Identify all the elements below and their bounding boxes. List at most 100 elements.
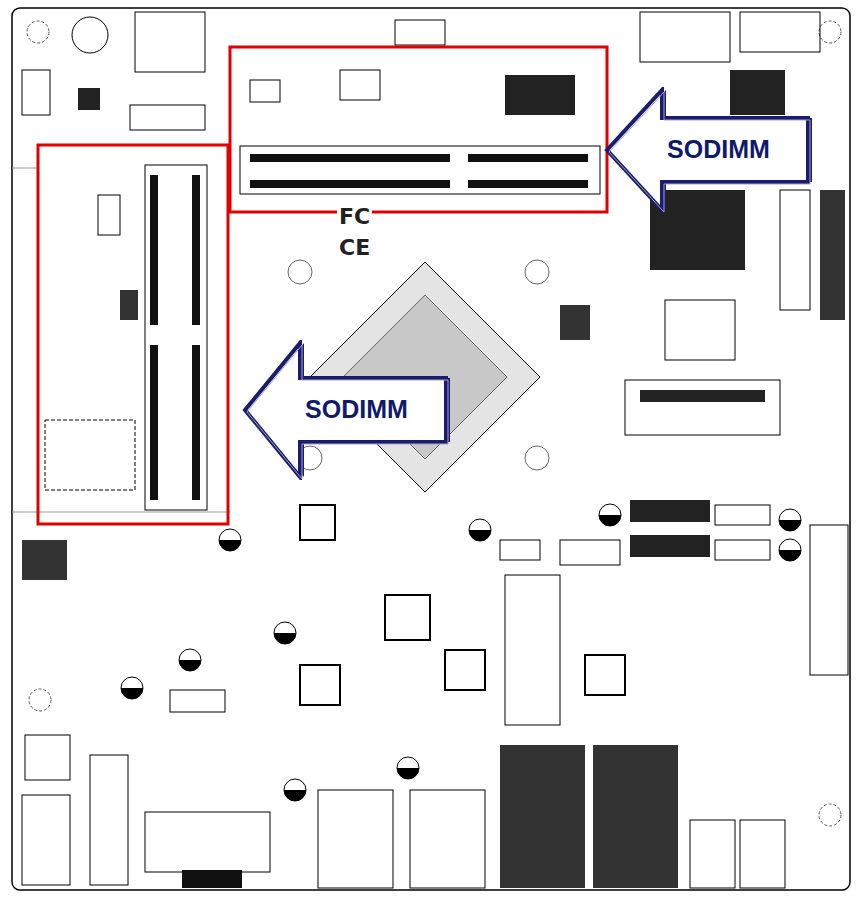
pin-header <box>130 105 205 130</box>
component-group <box>45 420 135 490</box>
pin-header <box>715 505 770 525</box>
capacitors <box>121 504 801 801</box>
pin-header <box>135 12 205 72</box>
mounting-hole <box>819 21 841 43</box>
capacitor <box>274 633 296 644</box>
capacitor <box>274 622 296 644</box>
capacitor <box>779 539 801 561</box>
connector <box>820 190 845 320</box>
pin-header <box>560 540 620 565</box>
chip <box>560 305 590 340</box>
capacitor <box>779 509 801 531</box>
capacitor <box>469 530 491 541</box>
chip <box>250 80 280 102</box>
connector <box>90 755 128 885</box>
chip <box>340 70 380 100</box>
mounting-hole <box>819 804 841 826</box>
arrow-outline <box>607 90 808 210</box>
connector <box>810 525 848 675</box>
capacitor <box>779 520 801 531</box>
slot-contacts <box>150 345 158 500</box>
chip <box>395 20 445 45</box>
display-port <box>410 790 485 888</box>
chip <box>585 655 625 695</box>
connector <box>630 500 710 522</box>
heatsink-hole <box>525 446 549 470</box>
connector <box>625 380 780 435</box>
lan-usb-port <box>500 745 585 888</box>
chip <box>505 75 575 115</box>
chip <box>300 665 340 705</box>
slot-contacts <box>250 180 450 188</box>
arrow-outline <box>245 343 446 477</box>
chip <box>98 195 120 235</box>
pin-header <box>715 540 770 560</box>
mounting-hole <box>27 21 49 43</box>
capacitor <box>284 779 306 801</box>
connector <box>25 735 70 780</box>
heatsink-hole <box>525 260 549 284</box>
heatsink-hole <box>288 260 312 284</box>
slot-contacts <box>150 175 158 325</box>
capacitor <box>179 660 201 671</box>
slot-contacts <box>640 390 765 402</box>
highlight-frame <box>38 145 228 524</box>
capacitor <box>469 519 491 541</box>
capacitor <box>397 768 419 779</box>
serial-port <box>145 812 270 872</box>
slot-contacts <box>468 154 588 162</box>
capacitor <box>284 790 306 801</box>
capacitor <box>121 677 143 699</box>
certification-mark: CE <box>337 236 372 260</box>
pin-header <box>640 12 730 62</box>
lan-usb-port <box>593 745 678 888</box>
sodimm-slot <box>145 165 207 510</box>
pin-header <box>740 12 820 52</box>
pin-header <box>780 190 810 310</box>
capacitor <box>121 688 143 699</box>
pin-header <box>170 690 225 712</box>
component-label: SODIMM <box>305 396 408 424</box>
capacitor <box>779 550 801 561</box>
capacitor <box>219 540 241 551</box>
pin-header <box>500 540 540 560</box>
chip <box>385 595 430 640</box>
certification-mark: FC <box>337 205 372 229</box>
serial-port <box>182 870 242 888</box>
chip <box>22 540 67 580</box>
arrow-inner-edge <box>247 345 448 479</box>
slot-contacts <box>468 180 588 188</box>
chip <box>445 650 485 690</box>
chip <box>300 505 335 540</box>
slot-contacts <box>192 345 200 500</box>
arrow-text-area: SODIMM <box>271 340 442 480</box>
chip <box>730 70 785 115</box>
slot-contacts <box>192 175 200 325</box>
pcb-outline <box>12 8 850 890</box>
connector <box>22 70 50 115</box>
callout-arrow: SODIMM <box>242 340 454 480</box>
capacitor <box>219 529 241 551</box>
board-line <box>12 512 230 513</box>
arrow-text-area: SODIMM <box>633 87 804 213</box>
board-line <box>12 168 38 169</box>
power-jack <box>22 795 70 885</box>
hdmi-port <box>318 790 393 888</box>
highlight-frame <box>230 47 607 212</box>
sodimm-slot <box>240 146 600 194</box>
chip <box>120 290 138 320</box>
connector <box>630 535 710 557</box>
capacitor <box>599 504 621 526</box>
capacitor <box>397 757 419 779</box>
battery <box>72 17 108 53</box>
arrow-inner-edge <box>609 92 810 212</box>
chip <box>78 88 100 110</box>
capacitor <box>179 649 201 671</box>
callout-arrow: SODIMM <box>604 87 816 213</box>
connector <box>505 575 560 725</box>
audio-jack <box>740 820 785 888</box>
capacitor <box>599 515 621 526</box>
component-label: SODIMM <box>667 136 770 164</box>
chip <box>665 300 735 360</box>
